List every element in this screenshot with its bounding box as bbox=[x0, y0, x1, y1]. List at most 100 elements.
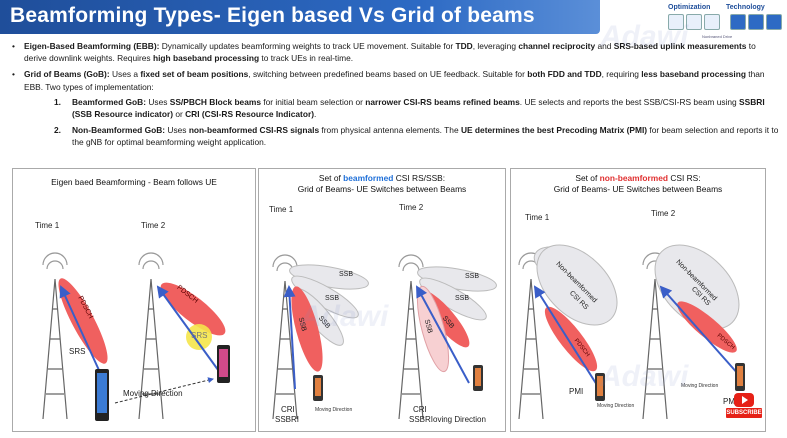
srs-label: SRS bbox=[191, 331, 208, 340]
pm-label: PM bbox=[723, 397, 735, 406]
gob-sub-list: 1. Beamformed GoB: Uses SS/PBCH Block be… bbox=[54, 96, 780, 149]
text-highlight: non-beamformed bbox=[599, 173, 669, 183]
tower-icon bbox=[704, 14, 720, 30]
chart-icon bbox=[668, 14, 684, 30]
text: than EBB. Two types of implementation: bbox=[24, 69, 765, 92]
bullet-gob: • Grid of Beams (GoB): Uses a fixed set … bbox=[10, 68, 780, 148]
csi-rs-beam bbox=[536, 244, 618, 326]
phone-screen bbox=[219, 349, 228, 377]
antenna-icon bbox=[766, 14, 782, 30]
time2-label: Time 2 bbox=[651, 209, 676, 218]
sub-term: Beamformed GoB: bbox=[72, 96, 146, 107]
tower-icon bbox=[398, 254, 424, 420]
text: for initial beam selection or bbox=[260, 96, 366, 107]
bullet-list: • Eigen-Based Beamforming (EBB): Dynamic… bbox=[10, 40, 780, 153]
panel-title: Set of beamformed CSI RS/SSB: bbox=[259, 173, 505, 184]
ssbri-label: SSBRIoving Direction bbox=[409, 415, 486, 424]
moving-direction-arrow bbox=[114, 377, 214, 404]
text: , switching between predefined beams bas… bbox=[248, 69, 528, 80]
ssbri-label: SSBRI bbox=[275, 415, 300, 424]
srs-label: SRS bbox=[69, 347, 86, 356]
time1-label: Time 1 bbox=[525, 213, 550, 222]
text: Uses a bbox=[109, 69, 141, 80]
ssb-label: SSB bbox=[339, 271, 354, 278]
csi-rs-beam bbox=[654, 244, 740, 330]
text: . bbox=[314, 109, 317, 120]
text-bold: CRI (CSI-RS Resource Indicator) bbox=[185, 109, 315, 120]
panel-subtitle: Grid of Beams- UE Switches between Beams bbox=[553, 184, 723, 194]
text: . UE selects and reports the best SSB/CS… bbox=[519, 96, 740, 107]
time2-label: Time 2 bbox=[141, 221, 166, 230]
text-bold: narrower CSI-RS beams refined beams bbox=[365, 96, 520, 107]
text: Dynamically updates beamforming weights … bbox=[159, 41, 456, 51]
text: CSI RS/SSB: bbox=[393, 173, 446, 183]
text: to track UEs in real-time. bbox=[259, 53, 354, 64]
time1-label: Time 1 bbox=[35, 221, 60, 230]
ssb-beam-selected bbox=[291, 286, 323, 372]
text: , leveraging bbox=[472, 41, 519, 51]
logo-subtext: Nonbraned Drive bbox=[702, 34, 733, 39]
text: Set of bbox=[575, 173, 600, 183]
moving-direction-label: Moving Direction bbox=[123, 389, 183, 398]
non-beamformed-gob-diagram bbox=[518, 244, 745, 420]
ssb-label: SSB bbox=[465, 273, 480, 280]
ebb-term: Eigen-Based Beamforming (EBB): bbox=[24, 41, 160, 51]
text-bold: TDD bbox=[455, 41, 473, 51]
panel-beamformed-gob: Set of beamformed CSI RS/SSB: Grid of Be… bbox=[258, 168, 506, 432]
phone-screen bbox=[475, 368, 481, 386]
srs-glow bbox=[186, 324, 212, 350]
play-icon bbox=[742, 396, 748, 404]
moving-direction-label: Moving Direction bbox=[315, 407, 353, 413]
bullet-dot: • bbox=[12, 41, 15, 51]
sub-item-beamformed: 1. Beamformed GoB: Uses SS/PBCH Block be… bbox=[54, 96, 780, 120]
technology-tag: Technology bbox=[726, 4, 765, 11]
text-bold: both FDD and TDD bbox=[527, 69, 602, 80]
srs-arrow bbox=[156, 285, 222, 375]
phone-screen bbox=[737, 366, 743, 386]
subscribe-label: SUBSCRIBE bbox=[726, 408, 762, 418]
text-bold: SS/PBCH Block beams bbox=[169, 96, 261, 107]
moving-direction-label: Moving Direction bbox=[597, 403, 635, 409]
text-bold: UE determines the best Precoding Matrix … bbox=[460, 125, 648, 136]
text: for beam selection and reports it to the… bbox=[72, 125, 779, 148]
text: to derive downlink weights. Requires bbox=[24, 41, 756, 64]
panel-non-beamformed-gob: Set of non-beamformed CSI RS: Grid of Be… bbox=[510, 168, 766, 432]
text: Set of bbox=[318, 173, 344, 183]
text: Uses bbox=[165, 125, 189, 136]
text-bold: non-beamformed CSI-RS signals bbox=[188, 125, 320, 136]
text: and bbox=[595, 41, 614, 51]
panel-title: Set of non-beamformed CSI RS: bbox=[511, 173, 765, 184]
text-bold: channel reciprocity bbox=[518, 41, 596, 51]
bullet-ebb: • Eigen-Based Beamforming (EBB): Dynamic… bbox=[10, 40, 780, 64]
pdsch-beam bbox=[160, 282, 226, 336]
cri-label: CRI bbox=[281, 405, 295, 414]
network-icon bbox=[686, 14, 702, 30]
ssb-label: SSB bbox=[455, 295, 470, 302]
text: Uses bbox=[146, 96, 170, 107]
sub-item-non-beamformed: 2. Non-Beamformed GoB: Uses non-beamform… bbox=[54, 124, 780, 148]
time2-label: Time 2 bbox=[399, 203, 424, 212]
moving-direction-label: Moving Direction bbox=[681, 383, 719, 389]
phone-screen bbox=[597, 376, 603, 396]
phone-screen bbox=[315, 378, 321, 396]
text: or bbox=[173, 109, 186, 120]
sub-term: Non-Beamformed GoB: bbox=[72, 125, 166, 136]
youtube-subscribe-button[interactable]: SUBSCRIBE bbox=[726, 393, 762, 425]
bullet-dot: • bbox=[12, 69, 15, 80]
logo-area: Optimization Technology Nonbraned Drive bbox=[660, 4, 785, 44]
phone-screen bbox=[97, 373, 107, 413]
text-bold: high baseband processing bbox=[152, 53, 260, 64]
text-bold: less baseband processing bbox=[641, 69, 746, 80]
gob-term: Grid of Beams (GoB): bbox=[24, 69, 110, 80]
ssb-label: SSB bbox=[325, 295, 340, 302]
pdsch-beam bbox=[677, 301, 737, 353]
text: from physical antenna elements. The bbox=[319, 125, 461, 136]
text: CSI RS: bbox=[668, 173, 701, 183]
sub-number: 2. bbox=[54, 125, 61, 136]
pdsch-beam bbox=[58, 278, 108, 364]
pmi-arrow bbox=[533, 285, 598, 386]
report-arrow bbox=[283, 285, 296, 390]
time1-label: Time 1 bbox=[269, 205, 294, 214]
cri-label: CRI bbox=[413, 405, 427, 414]
panel-subtitle: Grid of Beams- UE Switches between Beams bbox=[297, 184, 467, 194]
